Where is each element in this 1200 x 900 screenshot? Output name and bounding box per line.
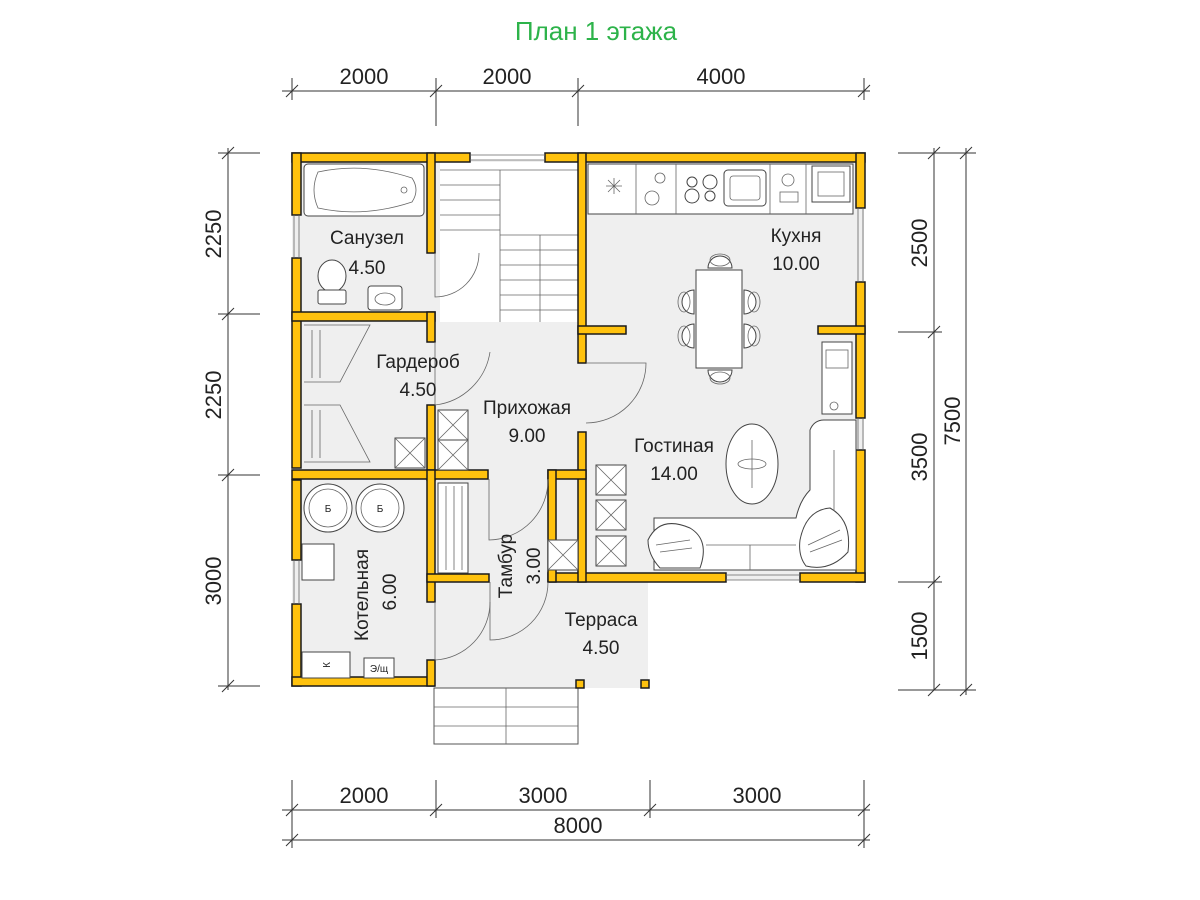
dim-right-1: 2500: [907, 219, 932, 268]
plan-title: План 1 этажа: [515, 16, 678, 46]
room-name-wardrobe: Гардероб: [376, 352, 460, 373]
room-name-boiler: Котельная: [352, 549, 373, 641]
dimensions-top: 2000 2000 4000: [282, 64, 871, 126]
room-area-boiler: 6.00: [380, 574, 401, 611]
hallway-cabinets: [437, 409, 469, 471]
toilet: [317, 259, 347, 293]
room-area-terrace: 4.50: [583, 638, 620, 659]
walls: [291, 152, 866, 689]
terrace-floor: [434, 580, 648, 688]
kitchen-sink: [723, 169, 767, 207]
bathroom-fixtures: [303, 163, 425, 311]
room-labels: Санузел 4.50 Гардероб 4.50 Прихожая 9.00…: [330, 226, 821, 659]
room-name-bathroom: Санузел: [330, 228, 404, 249]
electric-panel-label: Э/щ: [370, 664, 388, 675]
boiler-1-label: Б: [325, 504, 332, 515]
armchair-left: [647, 523, 704, 569]
kitchen-counter: [587, 163, 854, 215]
dining-table: [695, 269, 743, 369]
room-name-kitchen: Кухня: [771, 226, 822, 247]
vestibule-fixtures: [437, 482, 579, 574]
staircase: [440, 169, 578, 322]
room-area-hallway: 9.00: [509, 426, 546, 447]
dim-bottom-1: 2000: [340, 783, 389, 808]
hob: [684, 188, 700, 204]
sink: [367, 285, 403, 311]
dim-bottom-3: 3000: [733, 783, 782, 808]
room-area-wardrobe: 4.50: [400, 380, 437, 401]
dimensions-bottom: 2000 3000 3000 8000: [282, 780, 871, 848]
dim-bottom-2: 3000: [519, 783, 568, 808]
kitchen-fixtures: [587, 163, 854, 415]
dim-top-2: 2000: [483, 64, 532, 89]
boiler-cabinet: [301, 543, 335, 581]
room-name-vestibule: Тамбур: [496, 534, 517, 599]
bathtub: [303, 163, 425, 217]
vestibule-shelf: [437, 482, 469, 574]
boiler-fixtures: Б Б К Э/щ: [301, 483, 405, 679]
dim-bottom-total: 8000: [554, 813, 603, 838]
boiler-k-label: К: [322, 662, 333, 668]
dim-top-3: 4000: [697, 64, 746, 89]
boiler-2: [355, 483, 405, 533]
stair-area: [440, 162, 578, 322]
dim-left-1: 2250: [201, 210, 226, 259]
room-area-living: 14.00: [650, 464, 698, 485]
living-fixtures: [595, 419, 857, 571]
dimensions-right: 2500 3500 1500 7500: [898, 146, 976, 697]
room-name-terrace: Терраса: [565, 610, 638, 631]
dim-left-3: 3000: [201, 557, 226, 606]
room-name-living: Гостиная: [634, 436, 714, 457]
dim-right-total: 7500: [940, 397, 965, 446]
room-name-hallway: Прихожая: [483, 398, 571, 419]
dimensions-left: 2250 2250 3000: [201, 146, 260, 693]
electric-panel: [363, 657, 395, 679]
boiler-1: [303, 483, 353, 533]
dim-right-3: 1500: [907, 612, 932, 661]
room-area-bathroom: 4.50: [349, 258, 386, 279]
dim-right-2: 3500: [907, 433, 932, 482]
doors: [434, 252, 647, 661]
wardrobe-shelves: [304, 324, 426, 469]
dim-top-1: 2000: [340, 64, 389, 89]
boiler-2-label: Б: [377, 504, 384, 515]
fridge: [821, 341, 853, 415]
room-area-vestibule: 3.00: [524, 548, 545, 585]
dim-left-2: 2250: [201, 371, 226, 420]
boiler-k-unit: [301, 651, 351, 679]
room-area-kitchen: 10.00: [772, 254, 820, 275]
windows: [293, 154, 864, 604]
